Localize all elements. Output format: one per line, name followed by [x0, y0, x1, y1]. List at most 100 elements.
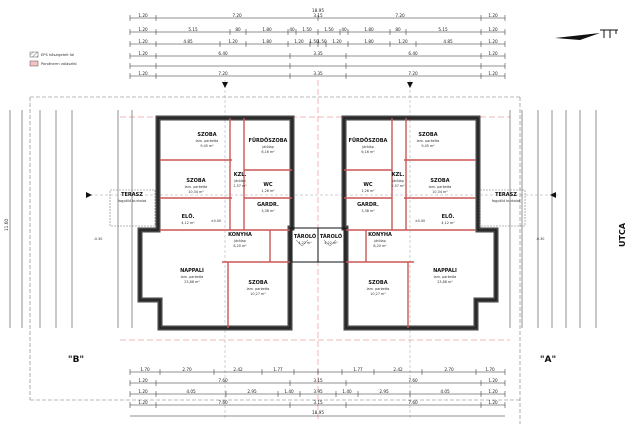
bot-dim-3f: 1.40 [342, 389, 352, 394]
room-a-nappali: NAPPALI lam. parketta 23,88 m² [433, 268, 457, 284]
bot-dim-4c: 3.15 [313, 400, 323, 405]
room-b-konyha: KONYHA járólap 8,20 m² [228, 232, 252, 248]
svg-text:járólap: járólap [233, 239, 246, 243]
step-a: -0.30 [536, 237, 545, 241]
level-b: ±0.00 [211, 219, 221, 223]
svg-text:8,20 m²: 8,20 m² [373, 244, 387, 248]
svg-text:WC: WC [363, 182, 373, 188]
room-b-terasz: TERASZ fagyálló burkolat [118, 192, 147, 203]
room-b-eloter: ELŐ. 4,12 m² [181, 213, 195, 225]
top-dim-3a: 1.20 [138, 39, 148, 44]
top-total-dim: 18.95 [312, 8, 324, 13]
svg-text:10,27 m²: 10,27 m² [370, 292, 386, 296]
svg-text:6,16 m²: 6,16 m² [361, 150, 375, 154]
room-a-kzl: KZL. járólap 2,57 m² [391, 172, 405, 188]
right-dimension-lines [509, 110, 597, 328]
street-label: UTCA [618, 222, 627, 247]
room-b-gardrob: GARDR. 3,38 m² [257, 202, 279, 213]
legend-swatch-eps [29, 51, 39, 58]
top-dim-4d: 6.40 [408, 51, 418, 56]
top-dim-3h: 1.20 [332, 39, 342, 44]
bot-dim-1h: 1.70 [485, 367, 495, 372]
bot-dim-1f: 2.42 [393, 367, 403, 372]
bot-dim-3e: 3.95 [313, 389, 323, 394]
svg-text:9,45 m²: 9,45 m² [200, 144, 214, 148]
svg-text:KZL.: KZL. [392, 172, 405, 178]
room-b-kzl: KZL. járólap 2,57 m² [233, 172, 247, 188]
room-b-szoba-1: SZOBA lam. parketta 9,45 m² [196, 132, 219, 148]
svg-text:SZOBA: SZOBA [186, 178, 205, 184]
bot-dim-2d: 7.60 [408, 378, 418, 383]
bot-dim-1b: 2.70 [182, 367, 192, 372]
svg-text:lam. parketta: lam. parketta [185, 185, 208, 189]
svg-text:4,22 m²: 4,22 m² [298, 241, 312, 245]
top-dim-2g: 1.50 [324, 27, 334, 32]
left-total-dim: 11.60 [4, 219, 9, 231]
section-markers [86, 82, 556, 198]
top-dim-3b: 4.85 [183, 39, 193, 44]
top-dim-2b: 5.15 [188, 27, 198, 32]
svg-text:9,45 m²: 9,45 m² [421, 144, 435, 148]
top-dimension-texts: 18.95 1.20 7.20 3.15 7.20 1.20 1.20 5.15… [138, 8, 498, 76]
unit-b-rooms: SZOBA lam. parketta 9,45 m² FÜRDŐSZOBA j… [94, 132, 317, 296]
svg-text:NAPPALI: NAPPALI [180, 268, 204, 274]
unit-b-walls [137, 115, 295, 331]
room-a-gardrob: GARDR. 3,38 m² [357, 202, 379, 213]
svg-text:NAPPALI: NAPPALI [433, 268, 457, 274]
top-dim-3j: 1.20 [398, 39, 408, 44]
top-dim-2i: 1.80 [364, 27, 374, 32]
room-a-terasz: TERASZ fagyálló burkolat [492, 192, 521, 203]
svg-text:2,57 m²: 2,57 m² [233, 184, 247, 188]
top-dim-5a: 1.20 [138, 71, 148, 76]
top-dim-1c: 3.15 [313, 13, 323, 18]
bot-dim-4b: 7.60 [218, 400, 228, 405]
central-storage [291, 227, 345, 263]
svg-text:TERASZ: TERASZ [121, 192, 143, 198]
bot-dim-1g: 2.70 [444, 367, 454, 372]
unit-b-label: "B" [68, 355, 84, 365]
unit-a-rooms: FÜRDŐSZOBA járólap 6,16 m² SZOBA lam. pa… [320, 132, 545, 296]
svg-text:fagyálló burkolat: fagyálló burkolat [492, 199, 521, 203]
svg-text:SZOBA: SZOBA [248, 280, 267, 286]
legend-swatch-porotherm [29, 60, 39, 67]
svg-text:járólap: járólap [391, 179, 404, 183]
room-b-tarolo: TÁROLÓ 4,22 m² [294, 233, 316, 245]
svg-text:10,34 m²: 10,34 m² [432, 190, 448, 194]
unit-a-walls [341, 115, 499, 331]
svg-text:2,57 m²: 2,57 m² [391, 184, 405, 188]
bot-dim-1d: 1.77 [273, 367, 283, 372]
svg-text:GARDR.: GARDR. [357, 202, 379, 208]
top-dim-2a: 1.20 [138, 27, 148, 32]
svg-text:lam. parketta: lam. parketta [367, 287, 390, 291]
bot-dim-1e: 1.77 [353, 367, 363, 372]
svg-text:KONYHA: KONYHA [368, 232, 392, 238]
top-dim-2d: 1.80 [262, 27, 272, 32]
bot-dim-2c: 3.15 [313, 378, 323, 383]
svg-text:3,38 m²: 3,38 m² [361, 209, 375, 213]
top-dim-3c: 1.20 [228, 39, 238, 44]
svg-text:lam. parketta: lam. parketta [429, 185, 452, 189]
site-lines [29, 80, 560, 424]
bot-dim-3h: 4.05 [440, 389, 450, 394]
bot-dim-3c: 2.95 [247, 389, 257, 394]
bot-dim-3a: 1.20 [138, 389, 148, 394]
bot-dim-4a: 1.20 [138, 400, 148, 405]
svg-text:fagyálló burkolat: fagyálló burkolat [118, 199, 147, 203]
room-b-nappali: NAPPALI lam. parketta 23,88 m² [180, 268, 204, 284]
bottom-dimension-lines [130, 371, 505, 417]
svg-text:4,12 m²: 4,12 m² [441, 221, 455, 225]
top-dim-3k: 4.85 [443, 39, 453, 44]
svg-text:SZOBA: SZOBA [368, 280, 387, 286]
room-a-eloter: ELŐ. 4,12 m² [441, 213, 455, 225]
svg-text:TÁROLÓ: TÁROLÓ [294, 233, 316, 240]
left-dimension-texts: 11.60 [4, 219, 9, 231]
bottom-dimension-texts: 1.70 2.70 2.42 1.77 1.77 2.42 2.70 1.70 … [138, 367, 498, 415]
top-dim-5c: 3.35 [313, 71, 323, 76]
legend-label-porotherm: Porotherm válaszfal [41, 62, 77, 66]
top-dim-1a: 1.20 [138, 13, 148, 18]
top-dimension-lines [130, 17, 505, 77]
bot-dim-1c: 2.42 [233, 367, 243, 372]
room-b-szoba-3: SZOBA lam. parketta 10,27 m² [247, 280, 270, 296]
room-b-furdoszoba: FÜRDŐSZOBA járólap 6,16 m² [249, 137, 288, 154]
